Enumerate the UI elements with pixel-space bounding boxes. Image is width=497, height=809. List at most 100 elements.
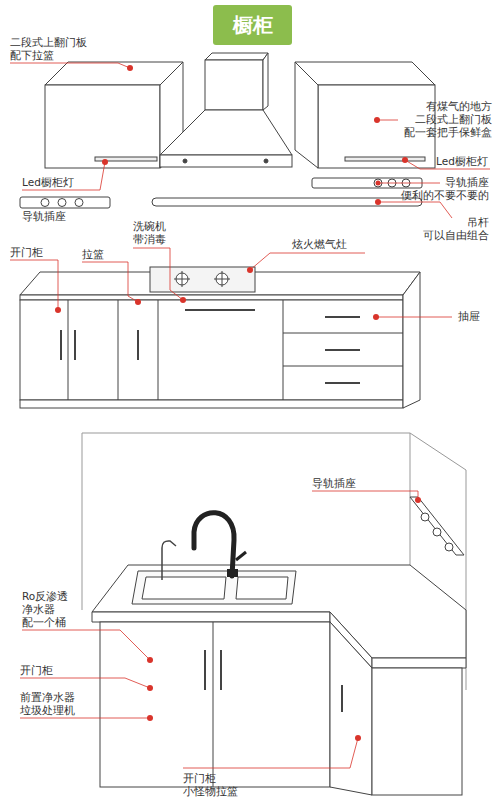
leader-line <box>22 162 105 190</box>
base-cabinet <box>20 300 403 400</box>
sink-basin <box>236 577 288 599</box>
socket-hole <box>421 513 429 521</box>
callout-label: 拉篮 <box>82 248 104 261</box>
callout-label: 导轨插座 便利的不要不要的 <box>401 176 489 202</box>
callout-label: 开门柜 小怪物拉篮 <box>183 772 238 798</box>
handle <box>204 650 206 690</box>
door-divider <box>68 300 69 400</box>
counter-edge <box>92 612 330 622</box>
title-badge: 橱柜 <box>213 5 292 45</box>
cabinet-side <box>295 62 318 168</box>
counter-edge <box>20 295 403 300</box>
callout-label: 二段式上翻门板 配下拉篮 <box>10 36 87 62</box>
door-divider <box>118 300 119 400</box>
base-cabinet <box>100 622 330 787</box>
callout-label: 开门柜 <box>10 246 43 259</box>
leader-line <box>250 253 365 270</box>
leader-line <box>376 317 452 318</box>
callout-dot <box>147 715 153 721</box>
handle <box>325 316 360 318</box>
callout-dot <box>374 117 380 123</box>
socket-hole <box>75 199 83 207</box>
leader-line <box>10 260 58 310</box>
handle <box>60 330 62 360</box>
handle <box>220 650 222 690</box>
callout-label: 开门柜 <box>20 664 53 677</box>
callout-dot <box>415 497 421 503</box>
faucet <box>194 513 234 576</box>
socket-hole <box>433 528 441 536</box>
counter-edge <box>372 658 466 668</box>
handle <box>74 330 76 360</box>
callout-label: 前置净水器 垃圾处理机 <box>20 691 75 717</box>
callout-dot <box>376 181 381 186</box>
callout-label: 抽屉 <box>458 310 480 323</box>
callout-label: Led橱柜灯 <box>22 176 74 189</box>
callout-dot <box>375 199 381 205</box>
handle <box>137 330 139 360</box>
leader-line <box>82 262 138 302</box>
leader-line <box>378 183 440 184</box>
cabinet-top <box>45 62 183 85</box>
drawer-divider <box>283 333 403 334</box>
door-divider <box>283 300 284 400</box>
leader-line <box>20 678 150 688</box>
leader-line <box>10 63 130 68</box>
drawer-divider <box>283 366 403 367</box>
hood-knob <box>264 159 268 163</box>
rail-socket <box>410 497 464 555</box>
callout-label: 炫火燃气灶 <box>292 238 347 251</box>
leader-line <box>183 738 358 768</box>
callout-dot <box>247 267 253 273</box>
callout-label: 有煤气的地方 二段式上翻门板 配一套把手保鲜盒 <box>404 100 492 139</box>
led-light <box>345 157 425 161</box>
callout-dot <box>355 735 361 741</box>
handle <box>325 382 360 384</box>
callout-dot <box>135 299 141 305</box>
leader-line <box>312 491 418 500</box>
wall-cabinet <box>45 85 160 168</box>
handle <box>325 349 360 351</box>
callout-dot <box>402 157 408 163</box>
socket-hole <box>58 199 66 207</box>
callout-label: Led橱柜灯 <box>436 155 488 168</box>
callout-dot <box>127 65 133 71</box>
leader-line <box>133 248 183 300</box>
socket-hole <box>41 199 49 207</box>
cabinet-side <box>403 272 420 408</box>
leader-line <box>20 718 150 719</box>
hood-chimney <box>205 60 263 110</box>
faucet-lever <box>236 552 246 560</box>
faucet-base <box>227 569 238 577</box>
callout-dot <box>102 159 108 165</box>
callout-dot <box>55 307 61 313</box>
corner-cabinet <box>330 622 372 795</box>
hood-top <box>205 53 268 60</box>
water-tap <box>162 541 176 580</box>
leader-line <box>377 120 398 121</box>
leader-line <box>378 202 452 218</box>
callout-label: 导轨插座 <box>312 477 356 490</box>
base-cabinet <box>372 668 462 795</box>
hood-canopy <box>160 110 292 155</box>
callout-dot <box>373 314 379 320</box>
callout-label: 洗碗机 带消毒 <box>133 220 166 246</box>
leader-line <box>22 630 150 660</box>
callout-dot <box>180 297 186 303</box>
hood-bottom <box>160 155 292 167</box>
hood-knob <box>183 159 187 163</box>
callout-dot <box>147 685 153 691</box>
callout-label: Ro反渗透 净水器 配一个桶 <box>22 590 68 629</box>
sink-basin <box>142 577 226 599</box>
door-divider <box>213 622 214 787</box>
handle <box>341 685 343 712</box>
callout-dot <box>147 657 153 663</box>
kickplate <box>20 400 403 408</box>
socket-hole <box>445 543 453 551</box>
handle <box>185 309 255 311</box>
door-divider <box>158 300 159 400</box>
sink <box>132 571 296 604</box>
cabinet-top <box>295 62 435 85</box>
callout-label: 导轨插座 <box>22 210 66 223</box>
